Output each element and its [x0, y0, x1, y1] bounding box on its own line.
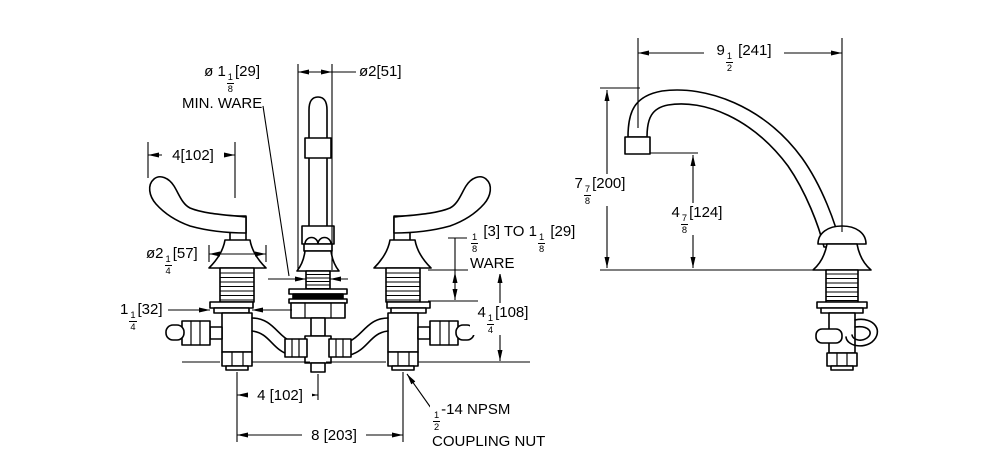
dim-label-coupling-nut-line2: COUPLING NUT [432, 433, 546, 451]
center-mounting-nut [290, 302, 346, 319]
center-mounting-nut-facets [304, 302, 332, 319]
side-coupling-nut [826, 352, 858, 367]
dim-label-handle-to-handle-line1: 8 [203] [311, 427, 357, 444]
spout-escutcheon [296, 250, 340, 272]
right-supply-tube-top [349, 317, 389, 342]
min-ware-leader [262, 105, 290, 277]
right-flange [386, 301, 431, 309]
center-pipe-upper [310, 317, 326, 337]
spout-front-band [304, 137, 332, 159]
right-outlet-connector [417, 326, 431, 340]
left-flange [209, 301, 254, 309]
right-outlet-nut [429, 320, 459, 346]
left-handle [148, 176, 247, 234]
center-tee-body [304, 335, 332, 364]
right-coupling-nut-tip [391, 365, 415, 371]
side-coupling-nut-facets [836, 352, 848, 367]
center-pipe-lower [310, 362, 326, 373]
dim-label-handle-to-handle: 8 [203] [302, 426, 366, 446]
side-flange [816, 301, 868, 309]
center-shank-threads [305, 274, 331, 289]
right-outlet-nut-facets [439, 320, 450, 346]
tee-left-nut [284, 338, 308, 358]
coupling-nut-leader [406, 373, 432, 409]
right-shank [385, 267, 421, 303]
left-supply-tube-top [251, 317, 291, 342]
tee-left-nut-facets [291, 338, 300, 358]
side-escutcheon [812, 243, 872, 271]
left-valve-body [221, 312, 253, 353]
right-supply-tube-bottom [349, 330, 389, 356]
center-shank [305, 270, 331, 290]
right-shank-threads [385, 272, 421, 301]
dim-label-ware-thickness-line2: WARE [470, 255, 515, 273]
dim-label-handle-length-line1: 4[102] [172, 147, 214, 164]
dim-label-spout-base-dia-line1: ø2[51] [359, 63, 402, 80]
spout-outlet-aerator [624, 136, 651, 155]
side-coupling-nut-tip [830, 365, 854, 371]
right-coupling-nut-facets [397, 351, 410, 367]
left-outlet-nut-facets [190, 320, 201, 346]
spout-base-collar [303, 243, 333, 252]
left-outlet-nut [181, 320, 211, 346]
left-outlet-cap [165, 324, 185, 341]
spout-gooseneck-tube [627, 89, 842, 248]
left-coupling-nut-facets [231, 351, 244, 367]
hose-loop-end [815, 328, 843, 344]
right-handle [393, 176, 492, 234]
right-handle-bell [373, 239, 432, 269]
dim-label-spout-base-dia: ø2[51] [357, 62, 404, 82]
hose-loop-outer [845, 318, 879, 347]
right-valve-body [387, 312, 419, 353]
dim-label-min-ware-line2: MIN. WARE [182, 95, 263, 113]
front-view-drawing [148, 96, 492, 373]
left-coupling-nut [221, 351, 253, 367]
side-shank [825, 269, 859, 303]
side-view-drawing [624, 89, 879, 371]
left-outlet-connector [209, 326, 223, 340]
hose-loop-inner [851, 325, 871, 341]
tee-right-nut [328, 338, 352, 358]
dim-label-handle-to-center-line1: 4 [102] [257, 387, 303, 404]
dim-label-handle-length: 4[102] [162, 146, 224, 166]
dim-label-handle-to-center: 4 [102] [248, 386, 312, 406]
spout-front-pipe [308, 96, 328, 229]
left-shank [219, 267, 255, 303]
left-shank-threads [219, 272, 255, 301]
side-shank-threads [825, 273, 859, 301]
spout-base-scrolls [304, 236, 332, 245]
right-coupling-nut [387, 351, 419, 367]
left-coupling-nut-tip [225, 365, 249, 371]
tee-right-nut-facets [335, 338, 344, 358]
